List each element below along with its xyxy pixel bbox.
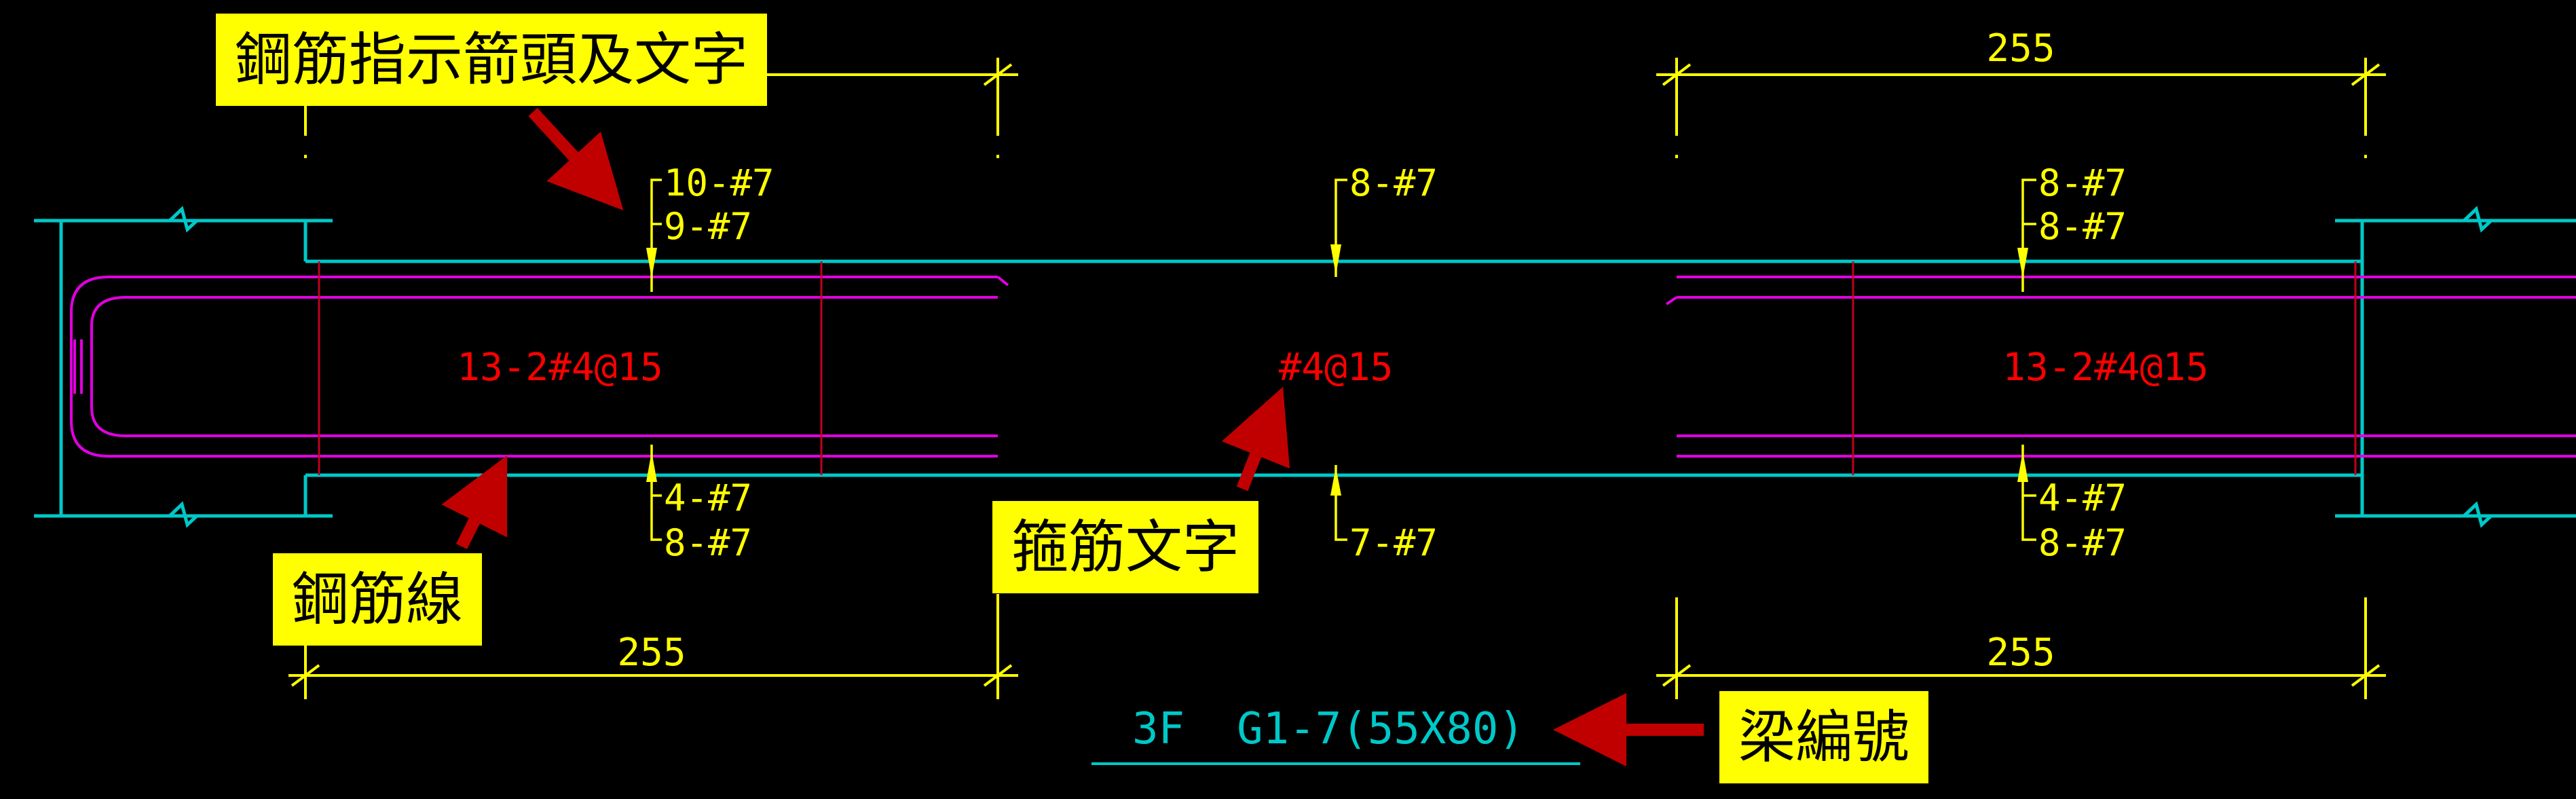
callout-rebar-line: 鋼筋線 [273,553,483,646]
rebar-left-bottom-1: 4-#7 [664,477,752,519]
stirrup-right: 13-2#4@15 [2002,346,2208,390]
callout-beam-number: 梁編號 [1719,691,1929,783]
callout-stirrup-text: 箍筋文字 [992,501,1259,593]
dim-bottom-left: 255 [617,631,686,675]
rebar-left-top-2: 9-#7 [664,205,752,248]
dimension-texts: 255 255 255 [617,26,2055,675]
stirrup-mid: #4@15 [1279,346,1394,390]
dimension-ticks [304,155,2367,597]
rebar-left-bottom-2: 8-#7 [664,521,752,564]
stirrup-left: 13-2#4@15 [457,346,662,390]
dim-bottom-right: 255 [1986,631,2055,675]
rebar-mid-bottom: 7-#7 [1349,521,1438,564]
rebar-lines [70,276,2576,458]
rebar-right-top-1: 8-#7 [2038,162,2127,204]
callout-arrows [441,107,1704,766]
stirrup-zone-lines [318,261,2357,475]
dim-top-right: 255 [1986,26,2055,71]
rebar-right-bottom-1: 4-#7 [2038,477,2127,519]
callout-arrow-text: 鋼筋指示箭頭及文字 [216,14,768,106]
rebar-arrowheads [646,244,2028,496]
rebar-right-top-2: 8-#7 [2038,205,2127,248]
rebar-mid-top: 8-#7 [1349,162,1438,204]
dimension-lines [288,58,2386,699]
rebar-texts: 10-#7 9-#7 8-#7 8-#7 8-#7 4-#7 8-#7 7-#7… [664,162,2127,564]
rebar-left-top-1: 10-#7 [664,162,774,204]
stirrup-texts: 13-2#4@15 #4@15 13-2#4@15 [457,346,2208,390]
beam-id: 3F G1-7(55X80) [1132,704,1525,754]
rebar-right-bottom-2: 8-#7 [2038,521,2127,564]
